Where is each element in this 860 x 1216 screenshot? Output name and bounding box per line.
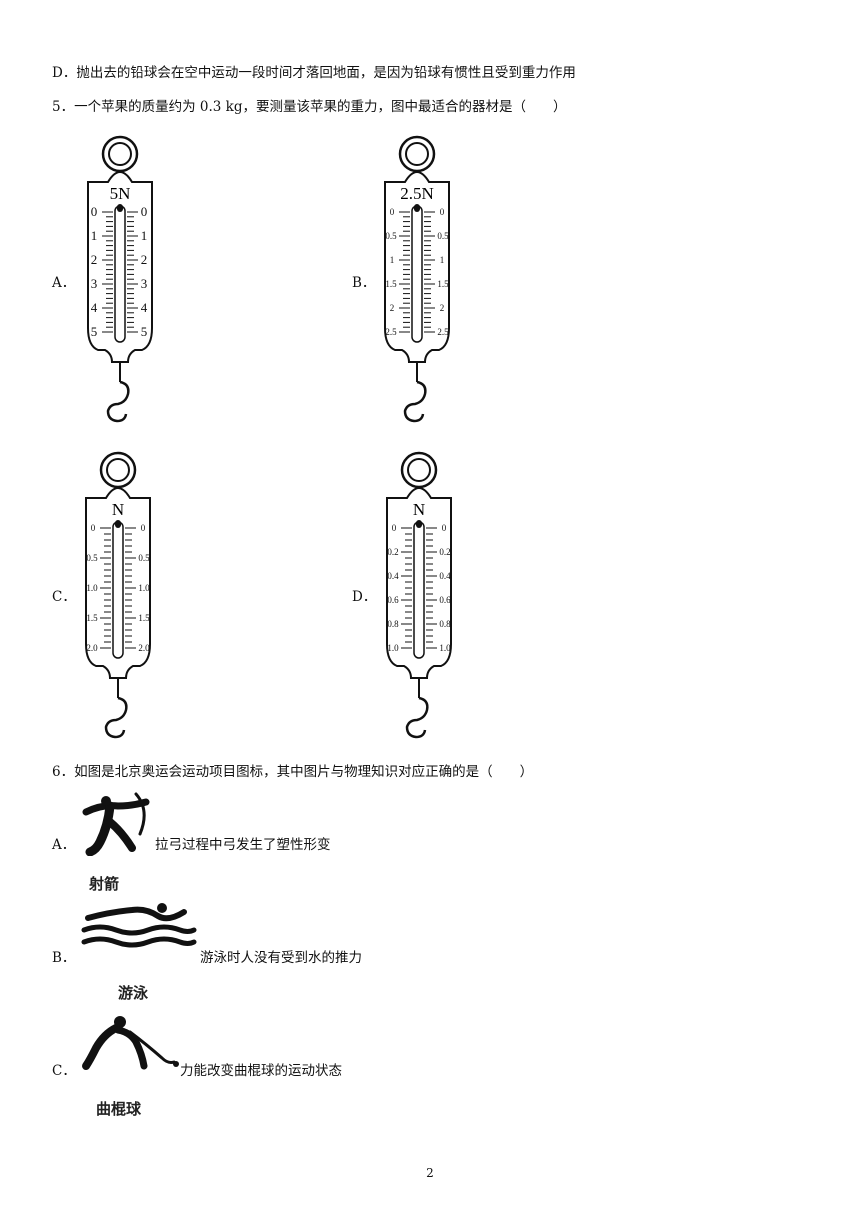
svg-text:0.5: 0.5 [86, 553, 98, 563]
svg-text:1.5: 1.5 [86, 613, 98, 623]
q6-option-a-letter: A． [52, 837, 76, 853]
svg-text:0.5: 0.5 [138, 553, 150, 563]
svg-text:0.8: 0.8 [439, 619, 451, 629]
svg-text:0: 0 [91, 523, 96, 533]
svg-text:2: 2 [440, 303, 445, 313]
svg-text:0.5: 0.5 [385, 231, 397, 241]
svg-text:0.8: 0.8 [387, 619, 399, 629]
archery-pictogram-icon [82, 792, 150, 856]
q5-option-d-letter: D． [352, 589, 377, 605]
spring-scale-b: 2.5N 0 0 0.5 0.5 1 1 1.5 1.5 2 2 2.5 [384, 135, 450, 423]
svg-text:1: 1 [141, 228, 148, 243]
hockey-pictogram-icon [82, 1016, 179, 1070]
scale-b-unit: 2.5N [400, 184, 434, 203]
svg-text:1.0: 1.0 [387, 643, 399, 653]
svg-text:1.0: 1.0 [138, 583, 150, 593]
swimming-caption: 游泳 [118, 984, 149, 1002]
svg-text:1.5: 1.5 [138, 613, 150, 623]
q5-stem: 5．一个苹果的质量约为 0.3 kg，要测量该苹果的重力，图中最适合的器材是（ … [52, 99, 567, 115]
q6-option-c-letter: C． [52, 1063, 76, 1079]
svg-text:0: 0 [392, 523, 397, 533]
scale-a-unit: 5N [110, 184, 131, 203]
svg-text:2.0: 2.0 [138, 643, 150, 653]
svg-text:3: 3 [91, 276, 98, 291]
svg-text:0.6: 0.6 [387, 595, 399, 605]
svg-text:0: 0 [442, 523, 447, 533]
svg-text:0: 0 [141, 523, 146, 533]
svg-text:1.0: 1.0 [86, 583, 98, 593]
svg-text:2: 2 [141, 252, 148, 267]
svg-text:2.5: 2.5 [437, 327, 449, 337]
swimming-pictogram-icon [81, 903, 197, 948]
q6-option-b-letter: B． [52, 950, 76, 966]
svg-text:0.4: 0.4 [387, 571, 399, 581]
svg-text:0.6: 0.6 [439, 595, 451, 605]
svg-text:2: 2 [91, 252, 98, 267]
q5-option-c-letter: C． [52, 589, 76, 605]
spring-scale-c: N 0 0 0.5 0.5 1.0 1.0 1.5 1.5 2.0 2.0 [85, 451, 151, 739]
svg-text:0.2: 0.2 [439, 547, 450, 557]
svg-text:0.4: 0.4 [439, 571, 451, 581]
q5-option-b-letter: B． [352, 275, 376, 291]
q6-option-c-text: 力能改变曲棍球的运动状态 [180, 1063, 342, 1079]
archery-caption: 射箭 [89, 875, 120, 893]
svg-text:0: 0 [440, 207, 445, 217]
svg-text:1: 1 [440, 255, 445, 265]
spring-scale-a: 5N 0 0 1 1 2 2 3 3 4 4 5 5 [87, 135, 153, 423]
svg-text:4: 4 [91, 300, 98, 315]
svg-text:2: 2 [390, 303, 395, 313]
svg-text:0: 0 [390, 207, 395, 217]
svg-text:5: 5 [141, 324, 148, 339]
svg-text:2.0: 2.0 [86, 643, 98, 653]
q5-option-a-letter: A． [52, 275, 76, 291]
svg-text:0.2: 0.2 [387, 547, 398, 557]
q6-stem: 6．如图是北京奥运会运动项目图标，其中图片与物理知识对应正确的是（ ） [52, 764, 534, 780]
svg-text:1: 1 [390, 255, 395, 265]
q6-option-a-text: 拉弓过程中弓发生了塑性形变 [155, 837, 331, 853]
svg-text:4: 4 [141, 300, 148, 315]
spring-scale-d: N 0 0 0.2 0.2 0.4 0.4 0.6 0.6 0.8 0.8 1.0 1.0 [386, 451, 452, 739]
scale-d-unit: N [413, 500, 425, 519]
svg-text:3: 3 [141, 276, 148, 291]
q6-option-b-text: 游泳时人没有受到水的推力 [200, 950, 362, 966]
page-number: 2 [426, 1166, 434, 1180]
svg-text:1.0: 1.0 [439, 643, 451, 653]
svg-text:1.5: 1.5 [437, 279, 449, 289]
hockey-caption: 曲棍球 [96, 1100, 142, 1118]
svg-text:1.5: 1.5 [385, 279, 397, 289]
svg-text:1: 1 [91, 228, 98, 243]
svg-text:0.5: 0.5 [437, 231, 449, 241]
svg-text:0: 0 [91, 204, 98, 219]
scale-c-unit: N [112, 500, 124, 519]
svg-text:2.5: 2.5 [385, 327, 397, 337]
svg-text:0: 0 [141, 204, 148, 219]
svg-text:5: 5 [91, 324, 98, 339]
q4-option-d: D．抛出去的铅球会在空中运动一段时间才落回地面，是因为铅球有惯性且受到重力作用 [52, 65, 576, 81]
